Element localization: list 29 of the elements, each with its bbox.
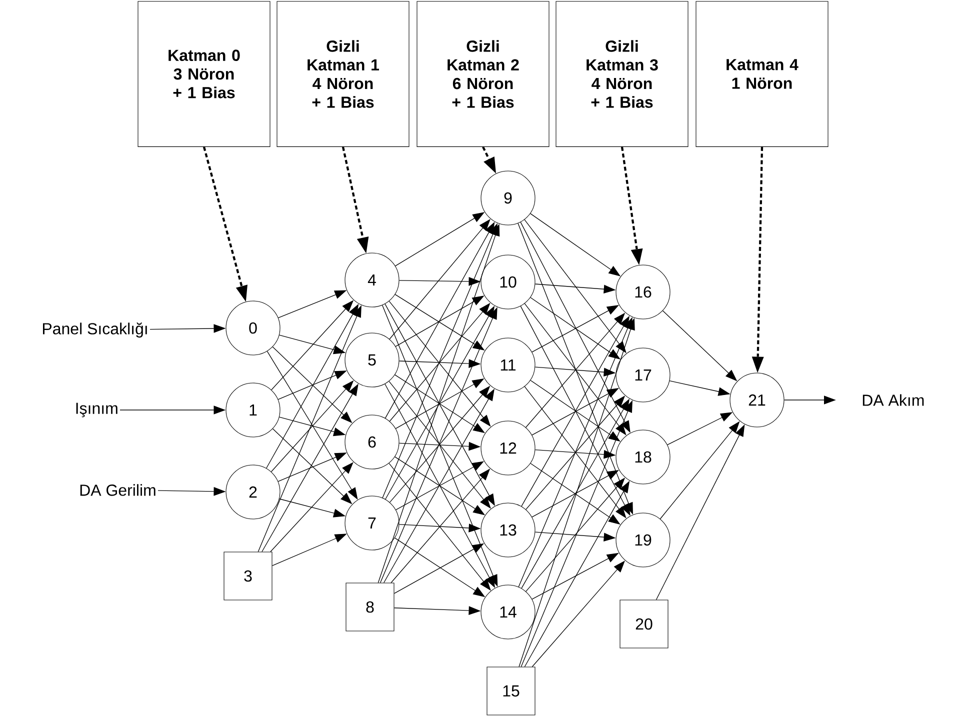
dashed-arrow	[620, 146, 643, 266]
input-label: Işınım	[76, 402, 118, 418]
layer-box	[696, 1, 828, 147]
header-text: 6 Nöron + 1 Bias	[452, 78, 514, 108]
dashed-arrow	[482, 146, 496, 174]
arrow	[270, 462, 354, 552]
bias-box: 20	[620, 600, 668, 648]
layer-box	[276, 1, 410, 147]
header-text: 4 Nöron + 1 Bias	[591, 78, 653, 108]
input-label: Panel Sıcaklığı	[43, 322, 147, 338]
header-text: Gizli Katman 3	[586, 40, 658, 71]
layer-box	[138, 1, 270, 147]
dashed-arrow	[342, 146, 369, 254]
header-text: 1 Nöron	[732, 78, 792, 89]
bias-box: 15	[486, 666, 536, 716]
dashed-arrow	[752, 146, 764, 373]
header-text: Katman 4	[726, 59, 798, 70]
layer-box	[416, 1, 550, 147]
bias-box: 8	[346, 582, 394, 632]
header-text: Gizli Katman 1	[308, 40, 379, 71]
header-text: 3 Nöron + 1 Bias	[173, 68, 235, 98]
layer-box	[556, 1, 688, 147]
header-text: Katman 0	[168, 50, 240, 61]
input-label: DA Gerilim	[80, 484, 156, 496]
bias-box: 3	[224, 552, 272, 600]
header-text: 4 Nöron + 1 Bias	[312, 78, 374, 108]
dashed-arrow	[202, 146, 248, 302]
output-label: DA Akım	[862, 394, 924, 406]
header-text: Gizli Katman 2	[448, 40, 519, 71]
